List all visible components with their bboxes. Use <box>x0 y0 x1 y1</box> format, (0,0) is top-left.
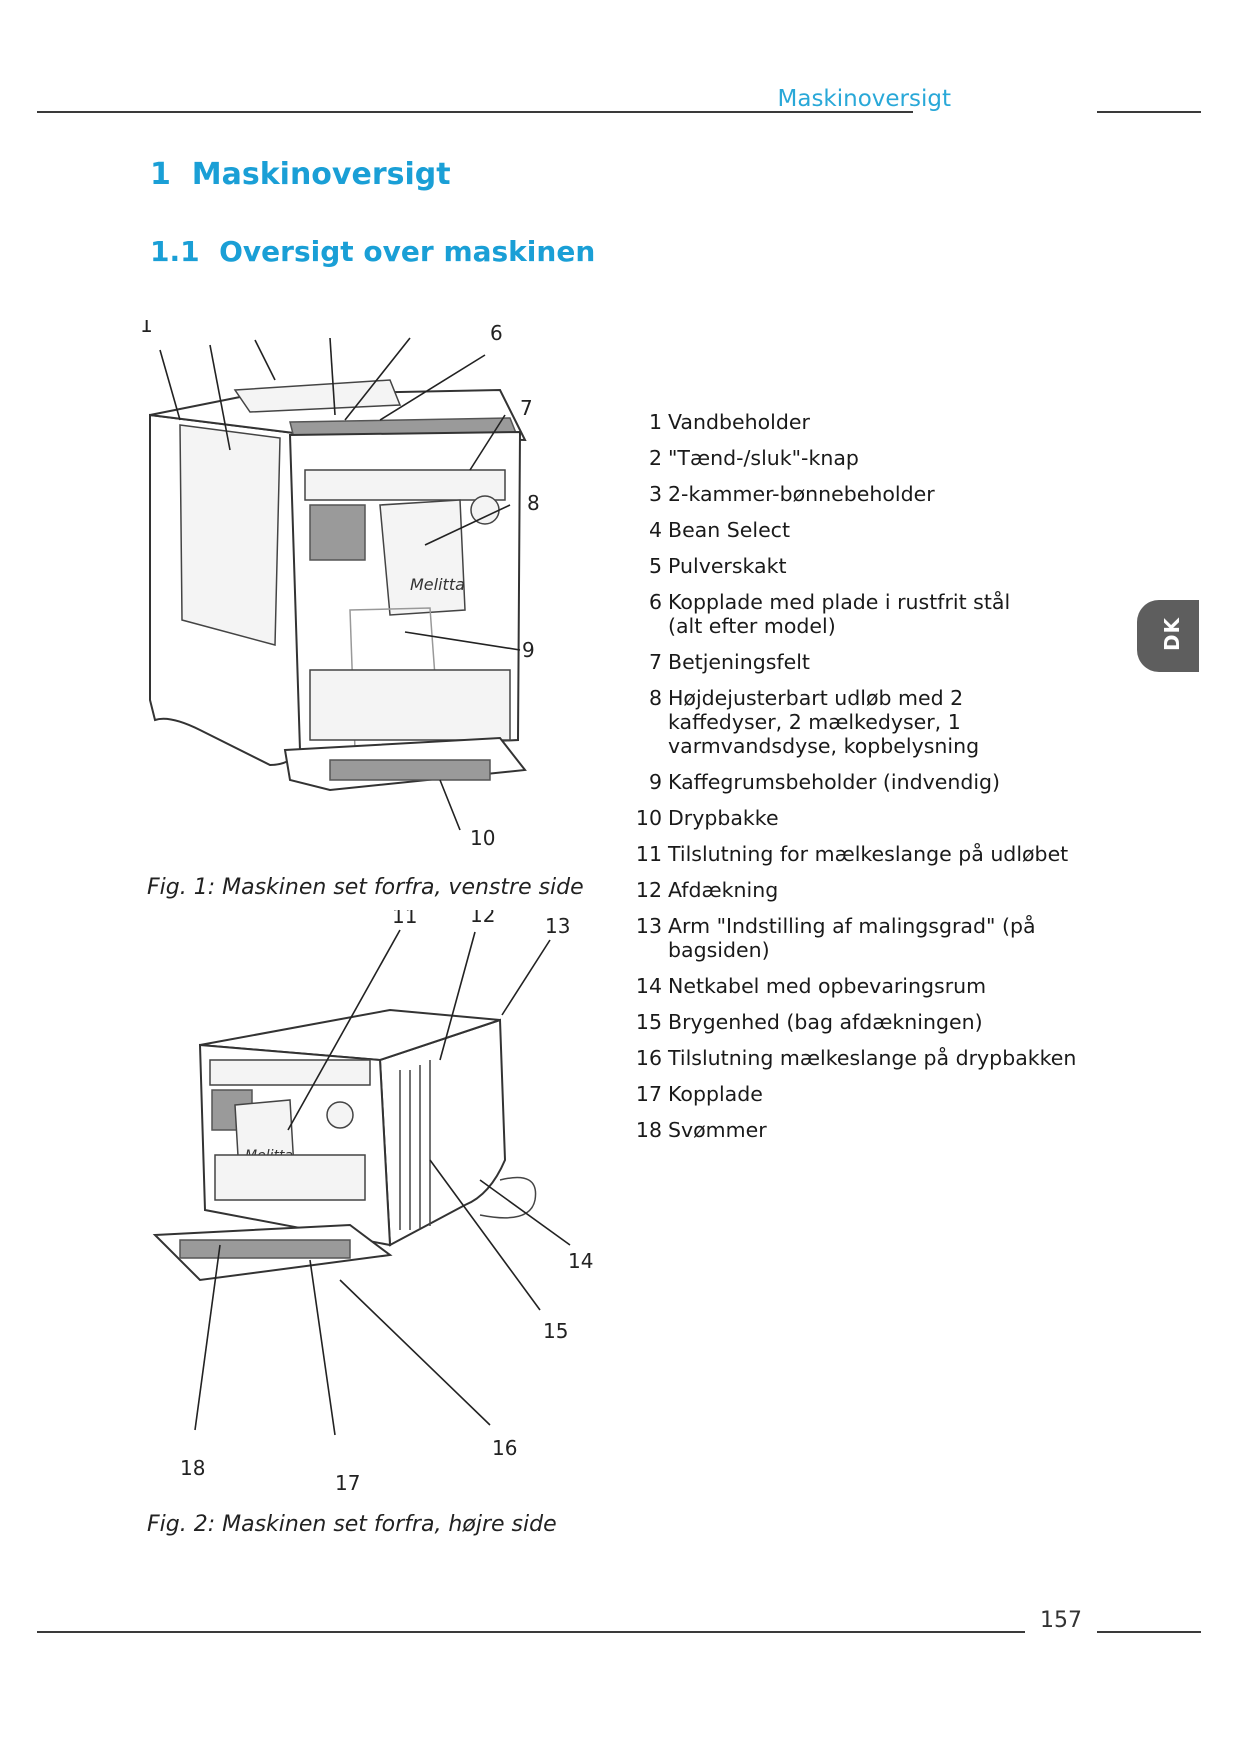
water-tank <box>179 424 281 646</box>
heading-2-number: 1.1 <box>150 235 200 268</box>
fig1-callout-2: 2 <box>185 320 198 322</box>
fig1-callout-8: 8 <box>527 491 540 515</box>
machine-right-side <box>378 1018 507 1247</box>
fig2-callout-11: 11 <box>392 910 417 928</box>
footer-rule-left <box>37 1631 1025 1633</box>
display-screen <box>309 504 366 561</box>
fig1-callout-1: 1 <box>140 320 153 337</box>
fig2-callout-12: 12 <box>470 910 495 927</box>
header-rule-left <box>37 111 913 113</box>
figure-2-illustration: Melitta 11 12 13 14 15 16 17 18 <box>152 910 593 1495</box>
footer-rule-right <box>1097 1631 1201 1633</box>
grounds-container-window <box>309 669 511 741</box>
grounds-window-2 <box>214 1154 366 1201</box>
rotary-knob <box>470 495 500 525</box>
heading-1: 1 Maskinoversigt <box>150 157 451 192</box>
rotary-knob-2 <box>326 1101 354 1129</box>
fig2-callout-14: 14 <box>568 1249 593 1273</box>
bean-lid <box>233 379 402 413</box>
page-number: 157 <box>1040 1608 1082 1633</box>
fig1-callout-10: 10 <box>470 826 495 850</box>
fig2-callout-17: 17 <box>335 1471 360 1495</box>
header-section-title: Maskinoversigt <box>777 86 952 112</box>
legend-item: 2"Tænd-/sluk"-knap <box>648 446 859 470</box>
heading-2-title: Oversigt over maskinen <box>219 235 596 268</box>
language-tab-label: DK <box>1160 616 1185 652</box>
language-tab: DK <box>1137 600 1199 672</box>
figure-1-caption: Fig. 1: Maskinen set forfra, venstre sid… <box>147 875 584 900</box>
fig1-callout-9: 9 <box>522 638 535 662</box>
header-rule-right <box>1097 111 1201 113</box>
heading-1-number: 1 <box>150 157 171 192</box>
fig2-callout-16: 16 <box>492 1436 517 1460</box>
fig2-callout-13: 13 <box>545 914 570 938</box>
side-vents <box>399 1060 431 1230</box>
drip-grid <box>329 759 491 781</box>
heading-1-title: Maskinoversigt <box>191 157 451 192</box>
fig1-callout-6: 6 <box>490 321 503 345</box>
fig2-callout-18: 18 <box>180 1456 205 1480</box>
fig1-callout-7: 7 <box>520 396 533 420</box>
power-cable <box>479 1176 537 1219</box>
spout-logo: Melitta <box>410 575 465 594</box>
panel-strip-2 <box>209 1059 371 1086</box>
spout <box>379 499 466 616</box>
figure-2-caption: Fig. 2: Maskinen set forfra, højre side <box>147 1512 557 1537</box>
fig2-callout-15: 15 <box>543 1319 568 1343</box>
control-panel-strip <box>304 469 506 501</box>
drip-grid-2 <box>179 1239 351 1259</box>
heading-2: 1.1 Oversigt over maskinen <box>150 235 595 268</box>
figure-1-illustration: Melitta 1 2 3 4 5 6 7 8 9 10 <box>140 320 540 850</box>
